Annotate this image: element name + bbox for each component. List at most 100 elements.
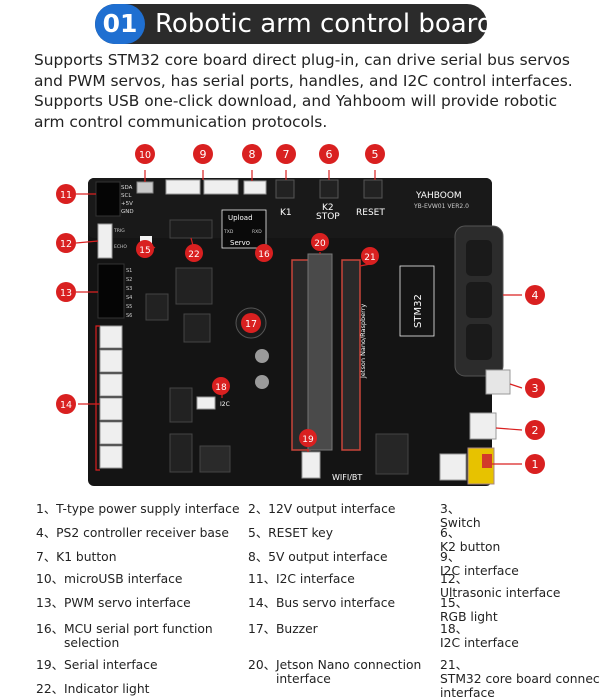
ps2-slot-2 (466, 282, 492, 318)
power-switch (485, 369, 511, 395)
legend-item: 17、Buzzer (248, 622, 476, 636)
pwm-servo-header (97, 263, 125, 319)
legend-text: K1 button (56, 550, 117, 564)
legend-number: 21 (440, 658, 456, 672)
legend-number: 12 (440, 572, 456, 586)
stm32-header (341, 259, 361, 451)
legend-number: 7 (36, 550, 44, 564)
callout-6: 6 (326, 148, 333, 161)
legend-item: 15、RGB light (440, 596, 600, 624)
callout-2: 2 (532, 424, 539, 437)
stop-label: STOP (316, 212, 340, 222)
legend-text: 12V output interface (268, 502, 396, 516)
legend-number: 11 (248, 572, 264, 586)
sda-label: SDA (121, 185, 133, 191)
echo-label: ECHO (114, 244, 127, 250)
txd-label: TXD (223, 229, 234, 235)
plus5v-label: +5V (121, 201, 133, 207)
callout-15: 15 (139, 246, 150, 256)
regulator-1 (169, 387, 193, 423)
callout-leaders (75, 170, 523, 471)
wifi-module (375, 433, 409, 475)
legend-item: 9、I2C interface (440, 550, 600, 578)
wifi-bt-label: WIFI/BT (332, 473, 362, 482)
legend-item: 3、Switch (440, 502, 600, 530)
mcu-chip (175, 267, 213, 305)
legend-item: 19、Serial interface (36, 658, 264, 672)
legend-number: 10 (36, 572, 52, 586)
ps2-slot-1 (466, 240, 492, 276)
servo-label: Servo (230, 239, 250, 247)
k1-button (275, 179, 295, 199)
microusb-port (136, 181, 154, 194)
callout-22: 22 (188, 250, 199, 260)
12v-secondary-connector (439, 453, 467, 481)
t-type-power-tip (482, 454, 492, 468)
jetson-label: Jetson Nano/Raspberry (359, 304, 367, 379)
callout-13: 13 (60, 288, 72, 299)
callout-1: 1 (532, 458, 539, 471)
legend-item: 12、Ultrasonic interface (440, 572, 600, 600)
i2c-label-18: I2C (220, 401, 230, 408)
legend-number: 17 (248, 622, 264, 636)
legend-number: 18 (440, 622, 456, 636)
legend-text: PS2 controller receiver base (56, 526, 229, 540)
legend-number: 19 (36, 658, 52, 672)
legend-item: 16、MCU serial port function selection (36, 622, 264, 650)
callout-20: 20 (314, 239, 326, 249)
legend-item: 5、RESET key (248, 526, 468, 540)
legend-number: 2 (248, 502, 256, 516)
description: Supports STM32 core board direct plug-in… (34, 50, 584, 132)
callout-3: 3 (532, 382, 539, 395)
legend-item: 20、Jetson Nano connection interface (248, 658, 476, 686)
callout-markers: 1 2 3 4 5 6 7 8 9 10 11 12 13 14 15 16 1… (56, 144, 545, 474)
legend-text: Ultrasonic interface (440, 586, 561, 600)
legend-item: 21、STM32 core board connection interface (440, 658, 600, 700)
legend-item: 7、K1 button (36, 550, 256, 564)
legend-item: 6、K2 button (440, 526, 600, 554)
reset-button (363, 179, 383, 199)
stm32-outline (399, 265, 435, 337)
callout-18: 18 (215, 383, 227, 393)
callout-19: 19 (302, 435, 314, 445)
callout-16: 16 (258, 250, 270, 260)
legend-text: 5V output interface (268, 550, 388, 564)
callout-17: 17 (245, 319, 257, 330)
driver-chip-b (145, 293, 169, 321)
legend-item: 8、5V output interface (248, 550, 468, 564)
legend-number: 20 (248, 658, 264, 672)
description-line: Supports USB one-click download, and Yah… (34, 92, 558, 110)
board-model: YB-EVW01 VER2.0 (413, 203, 469, 210)
legend-text: microUSB interface (63, 572, 183, 586)
pwm-s6: S6 (126, 313, 132, 319)
legend-text: Switch (440, 516, 481, 530)
stm32-label: STM32 (413, 294, 424, 328)
legend-number: 8 (248, 550, 256, 564)
legend-number: 16 (36, 622, 52, 636)
legend-text: Buzzer (275, 622, 318, 636)
callout-10: 10 (139, 150, 151, 161)
pwm-s1: S1 (126, 268, 132, 274)
pwm-s5: S5 (126, 304, 132, 310)
callout-5: 5 (372, 148, 379, 161)
legend-number: 3 (440, 502, 448, 516)
legend-item: 10、microUSB interface (36, 572, 264, 586)
legend-text: STM32 core board connection interface (440, 672, 600, 700)
capacitor-1 (255, 349, 269, 363)
legend-text: PWM servo interface (63, 596, 191, 610)
i2c-connector-9b (203, 179, 239, 195)
bus-servo-connectors (99, 325, 123, 469)
legend-text: MCU serial port function selection (63, 622, 213, 650)
serial-connector (301, 451, 321, 479)
legend-item: 1、T-type power supply interface (36, 502, 256, 516)
brand-logo: YAHBOOM (415, 191, 462, 201)
i2c-connector-9a (165, 179, 201, 195)
legend-text: Bus servo interface (275, 596, 396, 610)
legend-number: 4 (36, 526, 44, 540)
regulator-2 (169, 433, 193, 473)
legend-number: 6 (440, 526, 448, 540)
legend-text: Serial interface (63, 658, 158, 672)
section-number: 01 (95, 4, 145, 44)
legend-number: 13 (36, 596, 52, 610)
driver-chip-a (183, 313, 211, 343)
